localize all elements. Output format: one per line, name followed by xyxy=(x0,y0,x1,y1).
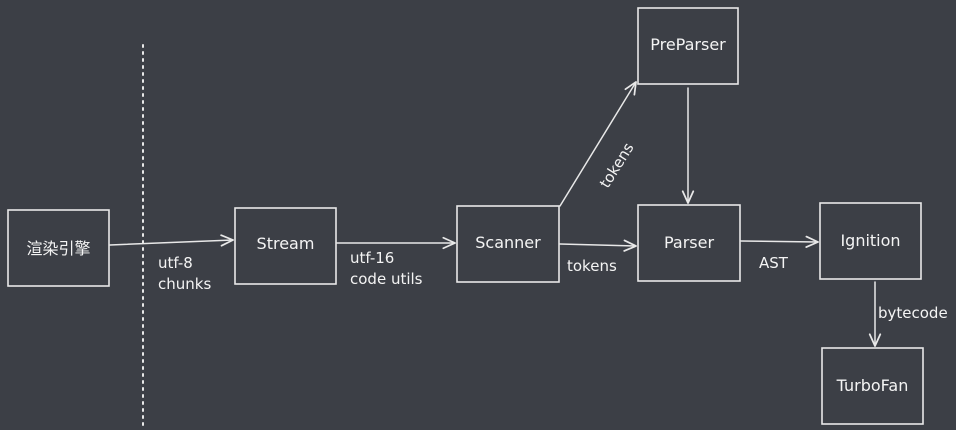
arrow-scanner-to-parser xyxy=(559,239,637,252)
node-render-engine-label: 渲染引擎 xyxy=(26,239,90,258)
edge-label-bytecode: bytecode xyxy=(878,304,948,322)
node-parser-label: Parser xyxy=(664,233,714,252)
edge-label-chunks: chunks xyxy=(158,275,211,293)
node-stream-label: Stream xyxy=(257,234,315,253)
node-scanner-label: Scanner xyxy=(475,233,541,252)
node-parser: Parser xyxy=(637,204,741,282)
node-scanner: Scanner xyxy=(456,205,560,283)
node-turbofan-label: TurboFan xyxy=(836,376,909,395)
edge-label-tokens-preparser: tokens xyxy=(596,139,638,191)
node-preparser: PreParser xyxy=(637,7,739,85)
edge-label-utf16: utf-16 xyxy=(350,249,394,267)
arrow-scanner-to-preparser xyxy=(559,81,637,207)
node-turbofan: TurboFan xyxy=(821,347,924,425)
edge-label-code-utils: code utils xyxy=(350,270,423,288)
node-stream: Stream xyxy=(234,207,337,285)
edge-label-utf8: utf-8 xyxy=(158,254,193,272)
node-ignition: Ignition xyxy=(819,202,922,280)
edge-label-ast: AST xyxy=(759,254,789,272)
node-ignition-label: Ignition xyxy=(840,231,900,250)
arrow-engine-to-stream xyxy=(109,234,234,247)
node-preparser-label: PreParser xyxy=(650,35,726,54)
arrow-parser-to-ignition xyxy=(740,235,819,248)
edge-label-tokens-parser: tokens xyxy=(567,257,617,275)
node-render-engine: 渲染引擎 xyxy=(7,209,110,287)
